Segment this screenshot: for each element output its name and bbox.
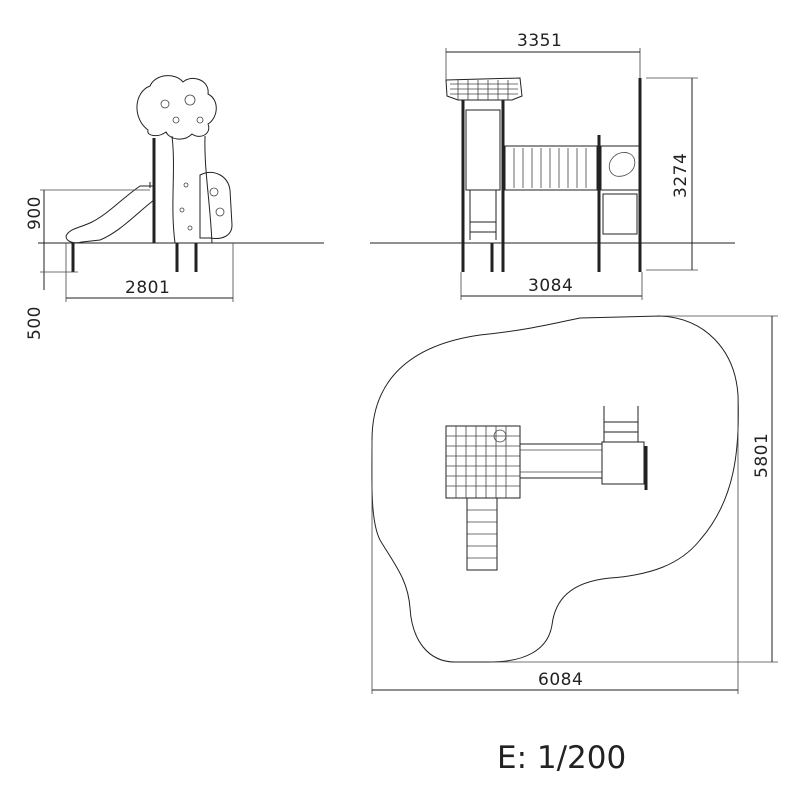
plan-roof-texture bbox=[446, 426, 520, 498]
roof-texture bbox=[450, 80, 518, 100]
climbing-hold bbox=[179, 207, 185, 213]
tree-canopy bbox=[136, 75, 217, 140]
climbing-panel bbox=[199, 171, 233, 239]
plan-view: 5801 6084 bbox=[371, 315, 778, 694]
climbing-hold bbox=[183, 182, 189, 188]
plan-entry-steps bbox=[603, 406, 639, 442]
dimension-label-3274: 3274 bbox=[671, 153, 691, 198]
plan-canopy-detail bbox=[493, 429, 507, 443]
tree-trunk bbox=[171, 135, 213, 244]
dimension-label-2801: 2801 bbox=[125, 278, 170, 298]
canopy-detail bbox=[184, 94, 196, 106]
dimension-label-5801: 5801 bbox=[752, 433, 772, 478]
dimension-label-6084: 6084 bbox=[538, 670, 583, 690]
front-view: 3351 3274 3084 bbox=[370, 31, 735, 300]
safety-zone-outline bbox=[371, 315, 739, 663]
roof bbox=[445, 77, 523, 101]
side-view: 900 500 2801 bbox=[25, 75, 324, 340]
plan-slide-lines bbox=[467, 509, 497, 559]
plan-roof bbox=[445, 425, 521, 499]
slide bbox=[65, 185, 155, 244]
canopy-detail bbox=[160, 99, 170, 109]
dimension-label-3084: 3084 bbox=[528, 276, 573, 296]
lower-panel bbox=[602, 193, 638, 235]
dimension-label-3351: 3351 bbox=[517, 31, 562, 51]
climbing-hold bbox=[209, 187, 219, 197]
bridge bbox=[504, 145, 598, 191]
decorative-bird bbox=[608, 152, 636, 177]
bridge-slats bbox=[513, 148, 587, 188]
side-panel bbox=[600, 145, 640, 191]
scale-label: E: 1/200 bbox=[497, 740, 627, 776]
plan-platform bbox=[601, 441, 645, 485]
dimension-label-900: 900 bbox=[25, 196, 45, 230]
tower-panel bbox=[465, 109, 501, 191]
dimension-label-500: 500 bbox=[25, 306, 45, 340]
climbing-hold bbox=[215, 207, 225, 217]
plan-bridge bbox=[519, 443, 603, 479]
tower-ladder bbox=[469, 190, 497, 240]
canopy-detail bbox=[172, 116, 180, 124]
climbing-hold bbox=[187, 225, 193, 231]
canopy-detail bbox=[196, 116, 204, 124]
